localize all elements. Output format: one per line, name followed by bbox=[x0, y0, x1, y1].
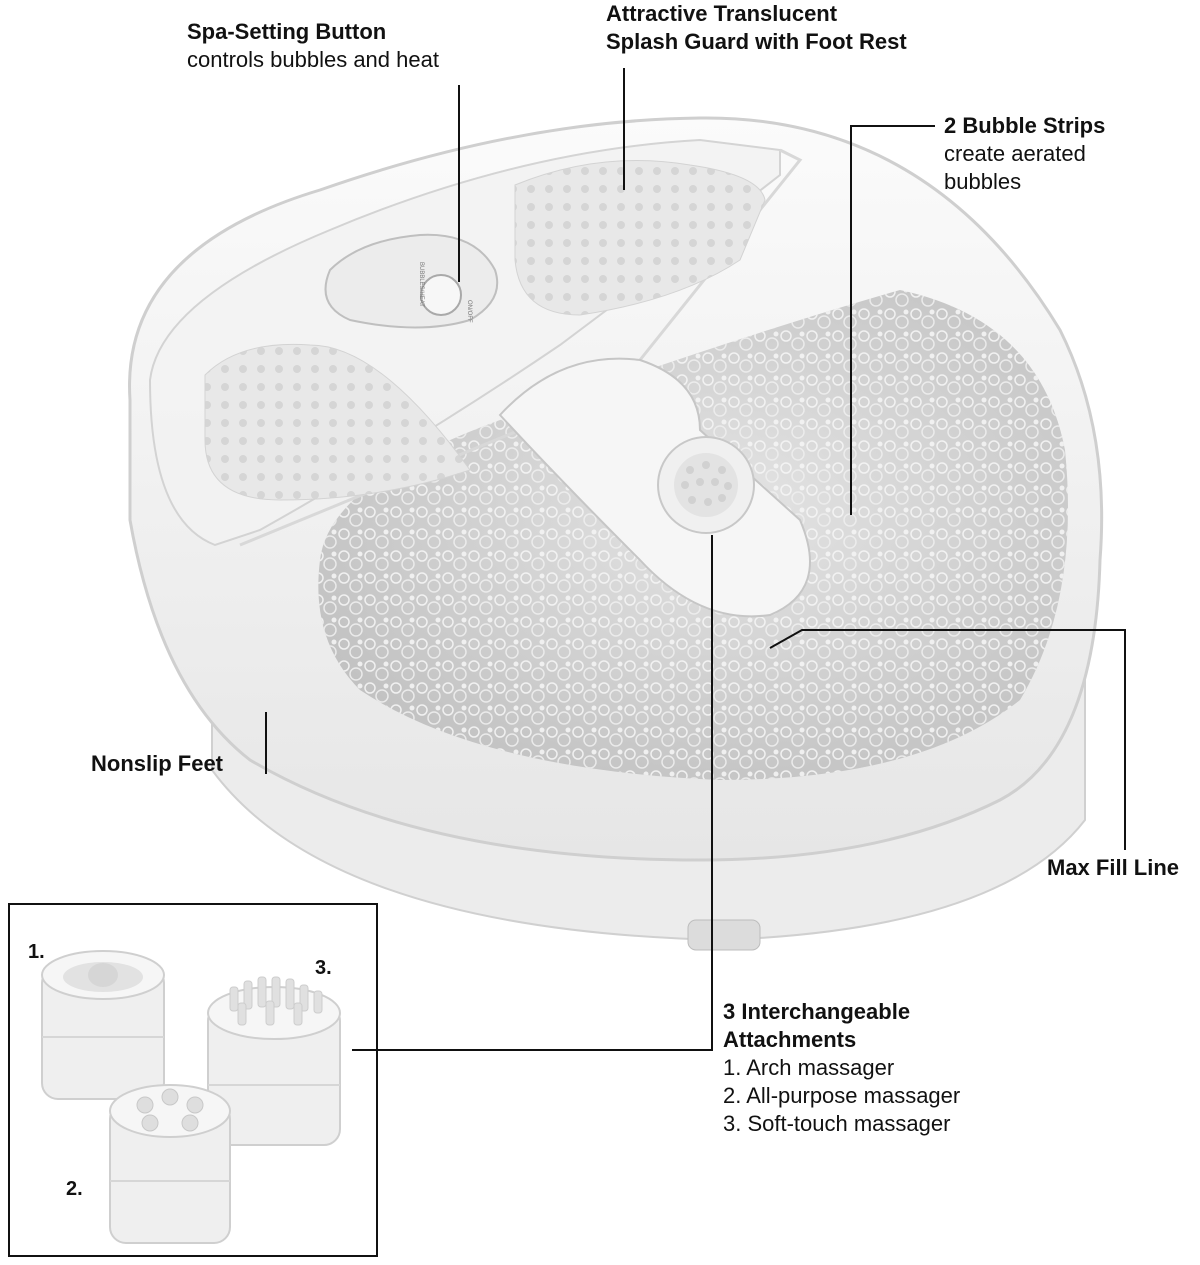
attachments-title1: 3 Interchangeable bbox=[723, 999, 911, 1024]
bubble-strips-label: 2 Bubble Strips create aerated bubbles bbox=[944, 112, 1105, 196]
attachments-label: 3 Interchangeable Attachments 1. Arch ma… bbox=[723, 998, 960, 1138]
inset-number-3: 3. bbox=[315, 957, 332, 979]
bubble-strips-desc2: bubbles bbox=[944, 169, 1022, 194]
bubble-strips-title: 2 Bubble Strips bbox=[944, 113, 1106, 138]
massage-hub bbox=[498, 357, 811, 618]
tub-foot-front bbox=[687, 919, 761, 951]
attachments-inset: 1. 3. 2. bbox=[8, 903, 378, 1257]
max-fill-label: Max Fill Line bbox=[1047, 855, 1180, 880]
attachment-item-1: 1. Arch massager bbox=[723, 1055, 895, 1080]
spa-setting-label: Spa-Setting Button controls bubbles and … bbox=[187, 18, 439, 74]
attachment-item-2: 2. All-purpose massager bbox=[723, 1083, 961, 1108]
spa-setting-button bbox=[420, 274, 462, 316]
inset-number-2: 2. bbox=[66, 1178, 83, 1200]
soft-touch-massager-attachment bbox=[207, 976, 341, 1146]
arch-massager-attachment bbox=[41, 950, 165, 1100]
spa-setting-desc: controls bubbles and heat bbox=[187, 47, 439, 72]
spa-setting-title: Spa-Setting Button bbox=[187, 19, 387, 44]
attachments-title2: Attachments bbox=[723, 1027, 857, 1052]
all-purpose-massager-attachment bbox=[109, 1084, 231, 1244]
splash-guard-label: Attractive Translucent Splash Guard with… bbox=[606, 0, 907, 56]
inset-number-1: 1. bbox=[28, 941, 45, 963]
splash-guard-line1: Attractive Translucent bbox=[606, 1, 838, 26]
splash-guard-line2: Splash Guard with Foot Rest bbox=[606, 29, 907, 54]
panel-text-top: BUBBLES/HEAT bbox=[418, 262, 424, 307]
nonslip-feet-label: Nonslip Feet bbox=[91, 751, 224, 776]
panel-text-bottom: ON/OFF bbox=[466, 300, 472, 323]
attachment-item-3: 3. Soft-touch massager bbox=[723, 1111, 951, 1136]
attachments-illustration bbox=[41, 950, 341, 1244]
bubble-strips-desc1: create aerated bbox=[944, 141, 1086, 166]
